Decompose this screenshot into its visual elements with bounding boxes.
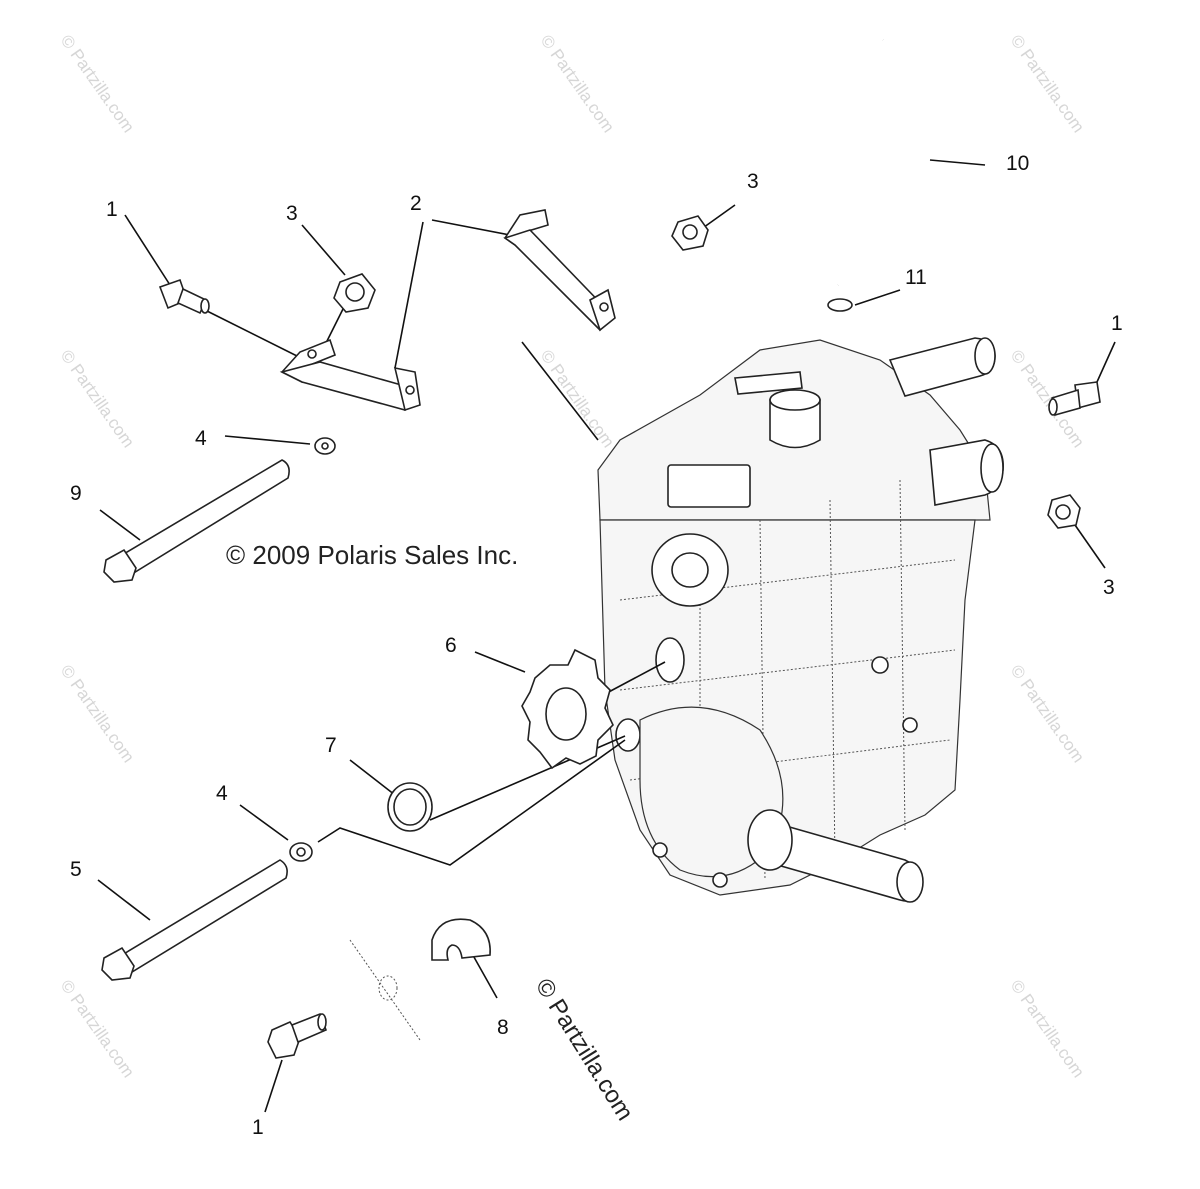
nut-part-3-upper-left	[333, 273, 376, 313]
leader-1b	[1096, 341, 1116, 383]
nut-part-3-upper-center	[671, 215, 709, 251]
long-bolt-part-5	[101, 859, 288, 981]
case-rib-3	[829, 499, 836, 861]
output-flange	[747, 809, 793, 871]
breather-fitting	[734, 371, 803, 395]
callout-9: 9	[70, 482, 82, 505]
callout-1-lower: 1	[252, 1116, 264, 1139]
case-bolt-2	[902, 717, 918, 733]
watermark-8: © Partzilla.com	[1007, 661, 1088, 766]
leader-1c	[264, 1059, 283, 1113]
case-bolt-1	[871, 656, 889, 674]
bolt-part-1-right	[1048, 381, 1101, 417]
site-label: © Partzilla.com	[530, 974, 639, 1125]
top-boss	[769, 399, 821, 449]
leader-5	[97, 879, 151, 921]
callout-8: 8	[497, 1016, 509, 1039]
sprocket-part-6	[521, 648, 614, 770]
washer-part-4-lower	[289, 842, 313, 862]
sensor-block	[667, 464, 751, 508]
watermark-7: © Partzilla.com	[57, 661, 138, 766]
callout-2: 2	[410, 192, 422, 215]
callout-3-upper-center: 3	[747, 170, 759, 193]
input-bore	[671, 552, 709, 588]
watermark-1: © Partzilla.com	[57, 31, 138, 136]
watermark-4: © Partzilla.com	[57, 346, 138, 451]
bolt-part-1-lower	[267, 1012, 328, 1059]
leader-6	[474, 651, 526, 673]
hose-part-10	[836, 39, 923, 286]
leader-1a	[124, 214, 171, 286]
leader-2-left	[394, 221, 424, 369]
leader-3c	[1074, 524, 1106, 569]
leader-10	[929, 159, 986, 166]
shaft-end-upper	[974, 337, 996, 375]
leader-4a	[224, 435, 311, 445]
callout-4-upper: 4	[195, 427, 207, 450]
callout-4-lower: 4	[216, 782, 228, 805]
watermark-9: © Partzilla.com	[57, 976, 138, 1081]
case-rib-6	[619, 649, 956, 691]
nut-part-3-right	[1047, 494, 1081, 529]
callouts: 1 3 2 3 10 11 1 3 4 9 6 7 4 5 8 1	[70, 152, 1123, 1139]
leader-4b	[239, 804, 289, 841]
mount-boss	[615, 718, 641, 752]
callout-6: 6	[445, 634, 457, 657]
watermark-2: © Partzilla.com	[537, 31, 618, 136]
callout-3-upper-left: 3	[286, 202, 298, 225]
case-bolt-4	[652, 842, 668, 858]
callout-10: 10	[1006, 152, 1029, 175]
callout-5: 5	[70, 858, 82, 881]
transmission-case	[597, 337, 1004, 903]
callout-7: 7	[325, 734, 337, 757]
shaft-end-lower	[896, 861, 924, 903]
top-boss-cap	[769, 389, 821, 411]
dowel-pin	[378, 975, 398, 1001]
watermark-10: © Partzilla.com	[1007, 976, 1088, 1081]
callout-3-right: 3	[1103, 576, 1115, 599]
bolt-part-1-upper	[158, 278, 210, 315]
clamp-part-11	[827, 298, 853, 312]
bracket-part-2-left	[279, 338, 421, 412]
leader-dowel	[349, 939, 421, 1041]
leader-7	[349, 759, 396, 796]
shaft-end-mid	[980, 443, 1004, 493]
leader-2-case	[521, 341, 599, 441]
leader-4b-case	[317, 739, 626, 866]
leader-2-right	[431, 219, 511, 236]
snap-ring-part-7	[387, 782, 433, 832]
retainer-part-8	[431, 918, 491, 961]
washer-part-4-upper	[314, 437, 336, 455]
watermark-3: © Partzilla.com	[1007, 31, 1088, 136]
leader-9	[99, 509, 141, 541]
leader-3a	[301, 224, 346, 276]
callout-1-upper-left: 1	[106, 198, 118, 221]
case-bolt-3	[712, 872, 728, 888]
sprocket-hub	[655, 637, 685, 683]
callout-11: 11	[905, 266, 927, 289]
copyright-text: © 2009 Polaris Sales Inc.	[226, 540, 518, 570]
leader-8	[469, 949, 498, 999]
callout-1-right: 1	[1111, 312, 1123, 335]
long-bolt-part-9	[103, 459, 290, 583]
leader-11	[854, 289, 901, 306]
bracket-part-2-right	[503, 209, 616, 332]
watermark-5: © Partzilla.com	[537, 346, 618, 451]
